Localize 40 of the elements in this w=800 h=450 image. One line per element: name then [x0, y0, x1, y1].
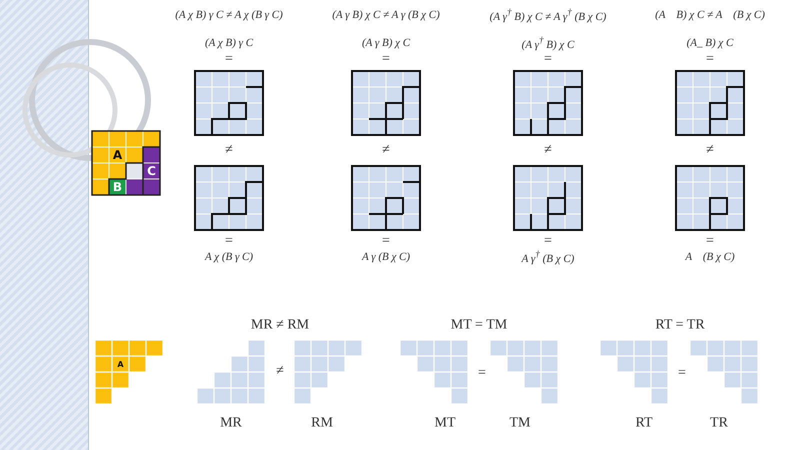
equals-sign: = — [382, 51, 390, 67]
grid-caption: MR — [220, 415, 242, 431]
equals-sign: = — [678, 365, 686, 381]
not-equal-sign: ≠ — [276, 363, 284, 379]
equation-heading: MT = TM — [450, 317, 508, 333]
equals-sign: = — [706, 233, 714, 249]
formula: A χ (B γ C) — [204, 250, 254, 264]
not-equal-sign: ≠ — [382, 142, 390, 158]
formula: (A_ B) χ C — [686, 36, 734, 50]
formula: (A χ B) γ C ≠ A χ (B γ C) — [175, 8, 283, 22]
equals-sign: = — [225, 51, 233, 67]
equals-sign: = — [478, 365, 486, 381]
formula: (A γ B) χ C ≠ A γ (B χ C) — [332, 8, 440, 22]
not-equal-sign: ≠ — [544, 142, 552, 158]
grid-caption: RM — [311, 415, 333, 431]
not-equal-sign: ≠ — [225, 142, 233, 158]
region-letter: C — [147, 164, 156, 178]
grid-caption: TR — [710, 415, 728, 431]
equals-sign: = — [382, 233, 390, 249]
formula: (A γ B) χ C — [362, 36, 410, 50]
grid-caption: MT — [434, 415, 456, 431]
grid-caption: RT — [635, 415, 653, 431]
grid-caption: TM — [510, 415, 530, 431]
equation-heading: MR ≠ RM — [250, 317, 310, 333]
formula: (A γ$^{†}$ B) χ C — [522, 35, 574, 51]
equals-sign: = — [544, 51, 552, 67]
region-letter: B — [112, 180, 122, 194]
formula: A γ (B χ C) — [362, 250, 410, 264]
formula: A γ$^{†}$ (B χ C) — [522, 249, 574, 265]
formula: (A B) χ C ≠ A (B χ C) — [655, 8, 765, 22]
formula: (A γ$^{†}$ B) χ C ≠ A γ$^{†}$ (B χ C) — [490, 7, 606, 23]
region-letter: A — [112, 148, 122, 162]
equals-sign: = — [544, 233, 552, 249]
equals-sign: = — [706, 51, 714, 67]
formula: A (B χ C) — [685, 250, 735, 264]
equals-sign: = — [225, 233, 233, 249]
region-letter: A — [117, 360, 124, 368]
not-equal-sign: ≠ — [706, 142, 714, 158]
equation-heading: RT = TR — [655, 317, 705, 333]
formula: (A χ B) γ C — [204, 36, 254, 50]
